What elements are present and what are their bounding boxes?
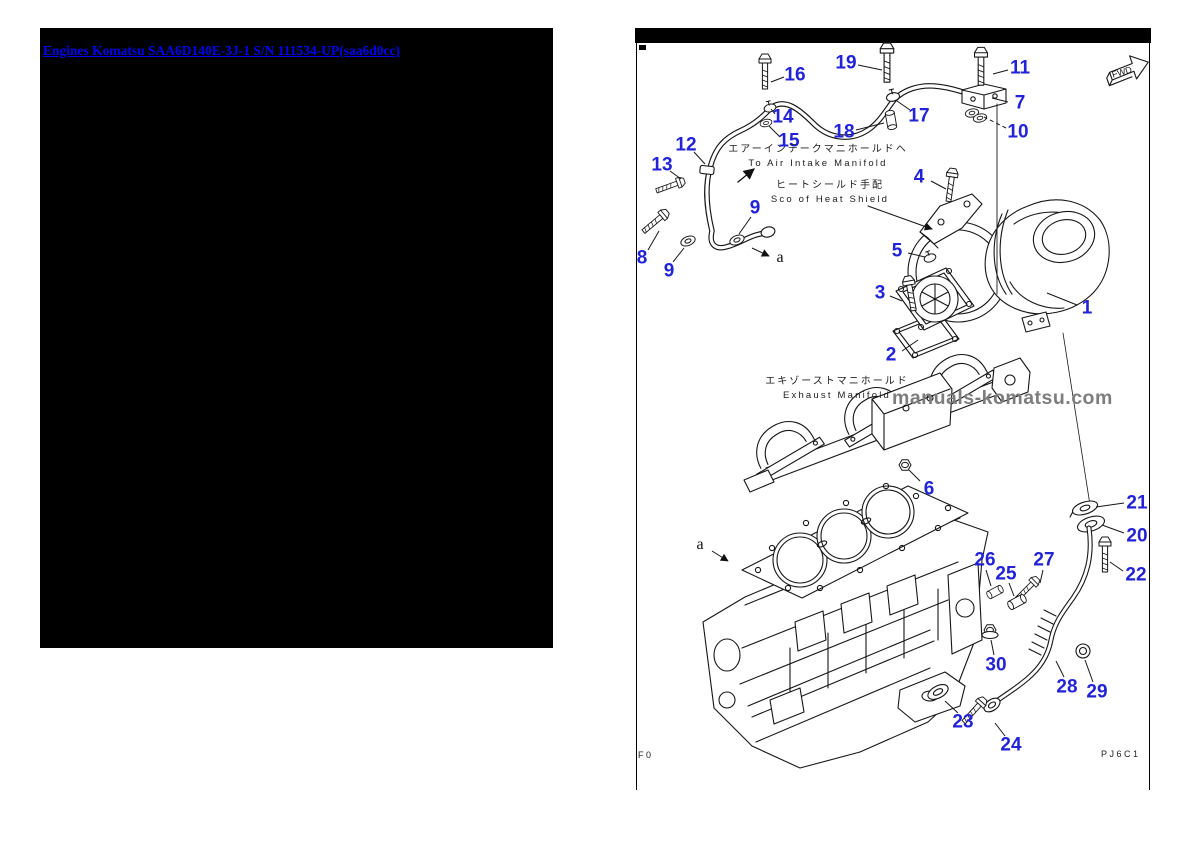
drawing-code-left: F0	[638, 750, 654, 760]
leader-lines	[647, 64, 1125, 737]
air-pipe-assembly	[639, 42, 1007, 313]
annotation-arrows	[737, 168, 933, 231]
head-gasket	[741, 482, 969, 599]
engine-block	[702, 514, 989, 769]
fwd-arrow-icon: FWD	[1106, 55, 1149, 87]
diagram-top-bar	[635, 28, 1151, 43]
oil-drain-assembly	[927, 500, 1112, 727]
engine-catalog-link[interactable]: Engines Komatsu SAA6D140E-3J-1 S/N 11153…	[43, 43, 401, 58]
exhaust-manifold	[743, 354, 1031, 493]
watermark-text: manuals-komatsu.com	[892, 387, 1113, 409]
turbocharger	[895, 199, 1110, 506]
drawing-code-right: PJ6C1	[1101, 749, 1141, 759]
diagram-bar-notch	[639, 45, 646, 50]
left-black-panel: Engines Komatsu SAA6D140E-3J-1 S/N 11153…	[40, 28, 553, 648]
heat-shield-bracket	[919, 193, 983, 249]
